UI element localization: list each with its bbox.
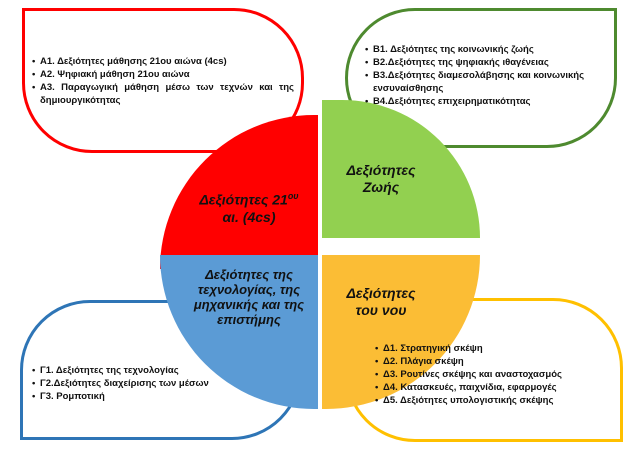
quadrant-label: Δεξιότητες της τεχνολογίας, της μηχανική… [193,267,305,327]
list-item: Δ5. Δεξιότητες υπολογιστικής σκέψης [375,394,625,407]
list-item: Α1. Δεξιότητες μάθησης 21ου αιώνα (4cs) [32,55,294,68]
list-item: Β1. Δεξιότητες της κοινωνικής ζωής [365,43,625,56]
list-item: Δ4. Κατασκευές, παιχνίδια, εφαρμογές [375,381,625,394]
list-item: Β4.Δεξιότητες επιχειρηματικότητας [365,95,625,108]
list-d: Δ1. Στρατηγική σκέψη Δ2. Πλάγια σκέψη Δ3… [365,342,625,407]
list-item: Δ2. Πλάγια σκέψη [375,355,625,368]
list-item: Δ1. Στρατηγική σκέψη [375,342,625,355]
list-item: Δ3. Ρουτίνες σκέψης και αναστοχασμός [375,368,625,381]
list-b: Β1. Δεξιότητες της κοινωνικής ζωής Β2.Δε… [355,43,625,108]
list-a: Α1. Δεξιότητες μάθησης 21ου αιώνα (4cs) … [22,55,294,107]
list-item: Α3. Παραγωγική μάθηση μέσω των τεχνών κα… [32,81,294,107]
list-item: Α2. Ψηφιακή μάθηση 21ου αιώνα [32,68,294,81]
list-item: Γ2.Δεξιότητες διαχείρισης των μέσων [32,377,282,390]
quadrant-label: Δεξιότητες 21 [199,191,288,208]
quadrant-label: Δεξιότητες Ζωής [346,162,416,195]
list-item: Γ1. Δεξιότητες της τεχνολογίας [32,364,282,377]
quadrant-label: αι. (4cs) [222,208,276,225]
list-item: Γ3. Ρομποτική [32,390,282,403]
list-item: Β2.Δεξιότητες της ψηφιακής ιθαγένειας [365,56,625,69]
list-c: Γ1. Δεξιότητες της τεχνολογίας Γ2.Δεξιότ… [22,364,282,403]
quadrant-label: Δεξιότητες του νου [346,285,416,318]
quadrant-label-sup: ου [287,191,299,202]
list-item: Β3.Δεξιότητες διαμεσολάβησης και κοινωνι… [365,69,625,95]
